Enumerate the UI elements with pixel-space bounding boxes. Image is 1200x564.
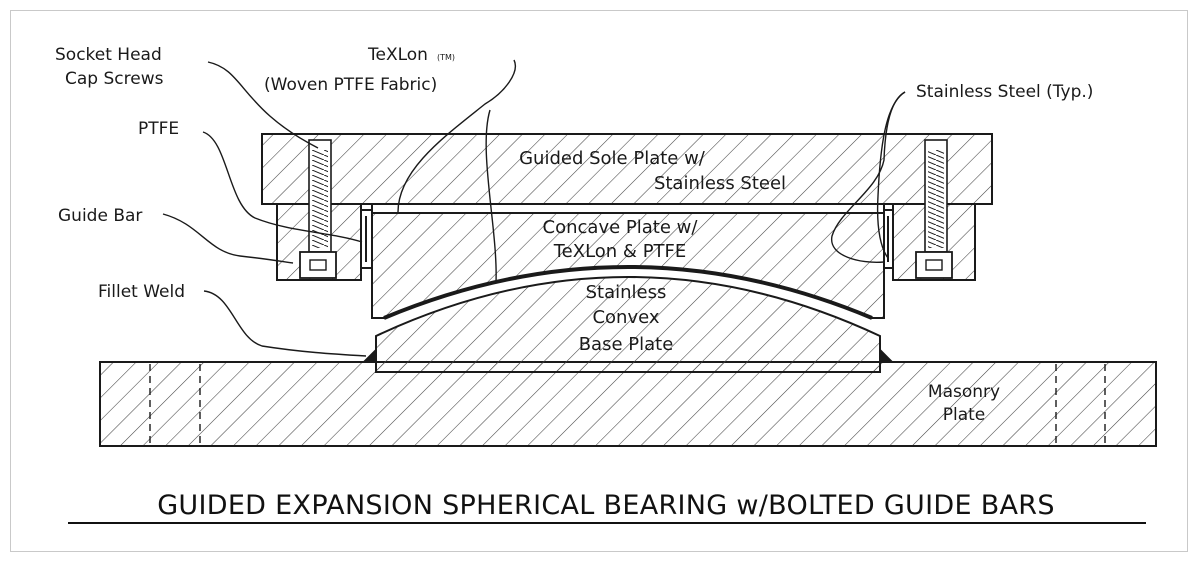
leader-fillet-weld xyxy=(203,290,367,357)
label-sole-plate-line1: Guided Sole Plate w/ xyxy=(519,148,706,169)
masonry-plate xyxy=(99,361,1157,447)
fillet-weld-right xyxy=(879,347,895,363)
anchor-bolt-holes xyxy=(149,364,1106,445)
label-texlon: TeXLon xyxy=(367,45,428,65)
label-socket-head-line2: Cap Screws xyxy=(65,69,164,89)
leader-socket-head xyxy=(207,61,319,149)
label-texlon-tm: (TM) xyxy=(437,53,455,62)
label-concave-line2: TeXLon & PTFE xyxy=(553,241,687,262)
ptfe-concave-liner xyxy=(383,265,873,320)
label-texlon-desc: (Woven PTFE Fabric) xyxy=(264,75,437,95)
guided-sole-plate xyxy=(261,133,993,205)
sole-plate-stainless-strip xyxy=(371,203,885,214)
diagram-frame xyxy=(10,10,1188,552)
label-sole-plate-line2: Stainless Steel xyxy=(654,173,786,194)
label-fillet-weld: Fillet Weld xyxy=(98,282,185,302)
label-convex-line3: Base Plate xyxy=(579,334,674,355)
label-convex-line2: Convex xyxy=(592,307,659,328)
cap-screw-right xyxy=(915,139,953,279)
label-masonry-line1: Masonry xyxy=(928,382,1000,402)
leader-ptfe xyxy=(202,131,363,243)
leader-stainless-b xyxy=(831,91,906,263)
drawing-title: GUIDED EXPANSION SPHERICAL BEARING w/BOL… xyxy=(157,490,1055,521)
label-guide-bar: Guide Bar xyxy=(58,206,142,226)
label-stainless-typ: Stainless Steel (Typ.) xyxy=(916,82,1093,102)
label-convex-line1: Stainless xyxy=(586,282,667,303)
cap-screw-left xyxy=(299,139,337,279)
leader-lines xyxy=(162,59,906,357)
leader-texlon-a xyxy=(397,59,516,213)
label-ptfe: PTFE xyxy=(138,119,179,139)
label-socket-head-line1: Socket Head xyxy=(55,45,162,65)
label-masonry-line2: Plate xyxy=(943,405,986,425)
convex-base-plate xyxy=(375,276,881,373)
leader-texlon-b xyxy=(485,109,497,283)
label-concave-line1: Concave Plate w/ xyxy=(543,217,699,238)
leader-guide-bar xyxy=(162,213,294,264)
